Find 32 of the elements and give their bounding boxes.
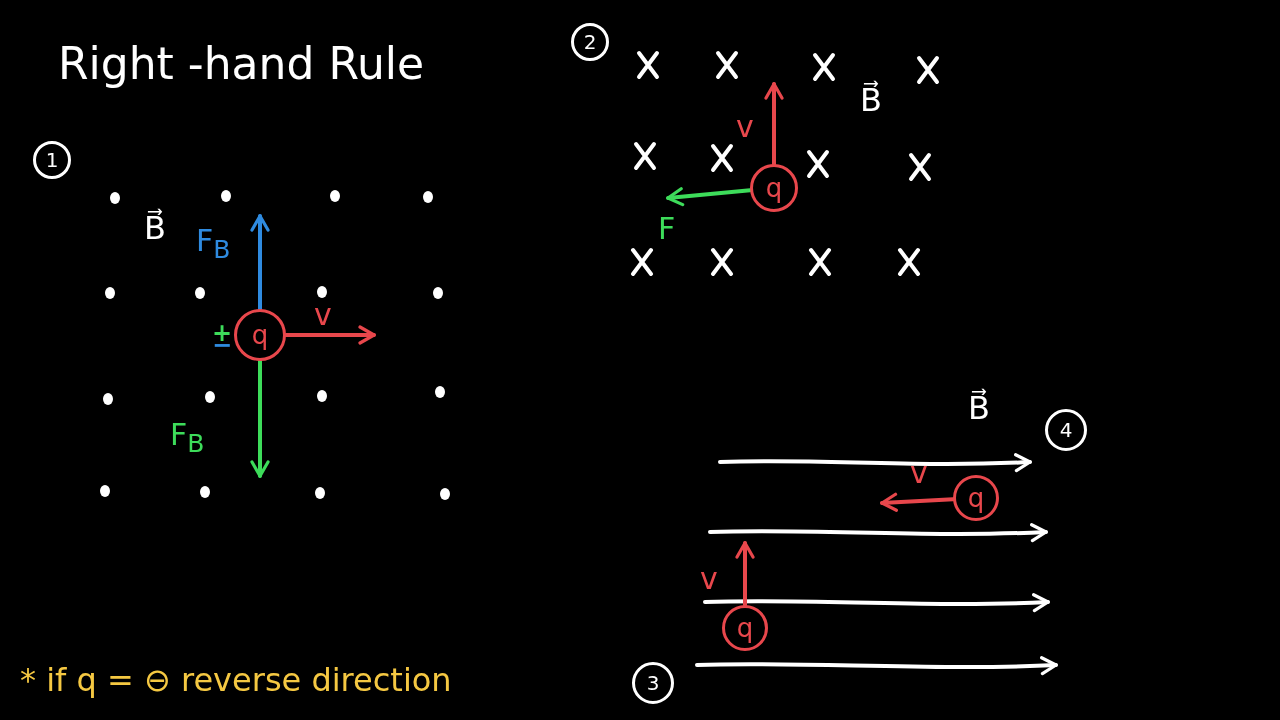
charge-label: q <box>251 322 269 348</box>
charge-circle <box>234 309 286 361</box>
arrow <box>880 492 956 512</box>
charge-circle <box>953 475 999 521</box>
arrow <box>250 359 270 478</box>
charge-label: q <box>736 615 754 641</box>
panel-number <box>1045 409 1087 451</box>
note-text: * if q = ⊖ reverse direction <box>20 664 452 696</box>
panel-number-text: 2 <box>583 32 597 52</box>
edge-label: v <box>314 300 332 330</box>
arrow <box>250 214 270 311</box>
panel-number <box>571 23 609 61</box>
panel-number <box>33 141 71 179</box>
panel-number-text: 3 <box>646 673 660 693</box>
arrow <box>666 187 753 207</box>
charge-label: q <box>765 175 783 201</box>
edge-label: F$_{B}$ <box>196 226 231 262</box>
arrow <box>764 82 784 166</box>
arrow <box>284 325 376 345</box>
charge-circle <box>722 605 768 651</box>
charge-circle <box>750 164 798 212</box>
arrow <box>735 541 755 607</box>
title: Right -hand Rule <box>58 42 425 86</box>
panel-number-text: 1 <box>45 150 59 170</box>
panel-number-text: 4 <box>1059 420 1073 440</box>
edge-label: v <box>910 458 928 488</box>
panel-number <box>632 662 674 704</box>
edge-label: v <box>700 564 718 594</box>
charge-label: q <box>967 485 985 511</box>
edge-label: F$_{B}$ <box>170 420 205 456</box>
edge-label: F <box>658 214 676 244</box>
edge-label: v <box>736 112 754 142</box>
